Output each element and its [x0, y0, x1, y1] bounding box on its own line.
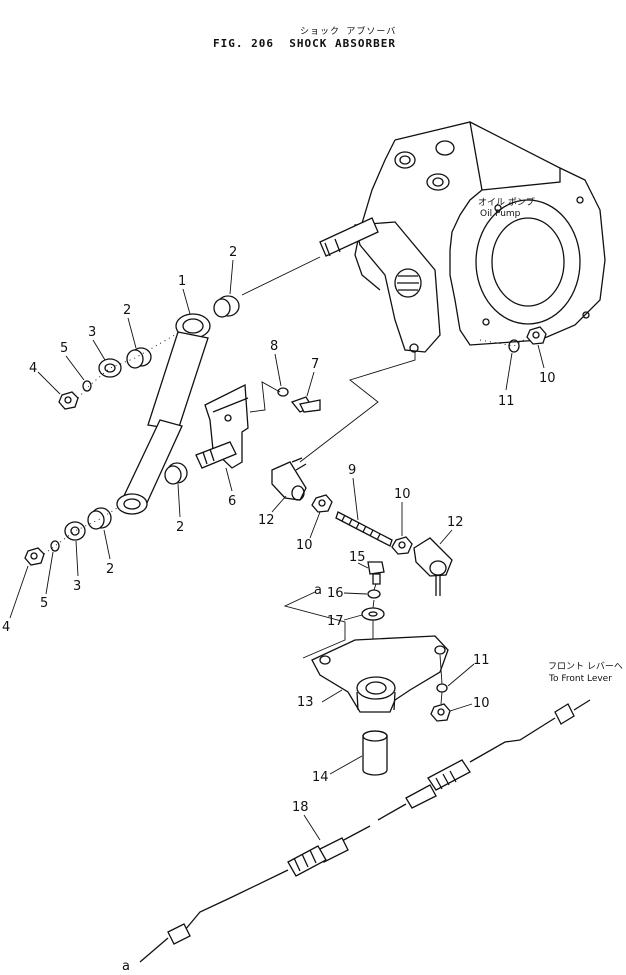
callout-18: 18 [292, 800, 309, 815]
callout-2-lower: 2 [106, 562, 114, 577]
callout-labels: 1 2 2 3 4 5 8 7 6 2 12 9 10 10 [2, 245, 556, 841]
lever-plate-13 [311, 635, 449, 713]
ball-joint-right [413, 537, 453, 596]
oil-pump-illustration: オイル ポンプ Oil Pump [241, 121, 606, 463]
control-cable-18 [139, 699, 591, 963]
spring-washer-lower [50, 540, 60, 552]
figure-name: SHOCK ABSORBER [289, 37, 396, 50]
spring-washer-upper [82, 380, 92, 392]
nut-10-upper [526, 326, 547, 345]
shock-absorber-body [116, 313, 211, 515]
washer-16 [367, 589, 381, 599]
collar-14 [362, 730, 388, 776]
callout-4-upper: 4 [29, 361, 37, 376]
callout-12-right: 12 [447, 515, 464, 530]
callout-15: 15 [349, 550, 366, 565]
bushing-upper-left [126, 347, 152, 369]
callout-7: 7 [311, 357, 319, 372]
lock-washer-8 [277, 387, 289, 397]
bolt-15 [367, 561, 385, 585]
bolt-7 [290, 396, 321, 413]
callout-13: 13 [297, 695, 314, 710]
callout-2-top: 2 [229, 245, 237, 260]
threaded-rod-9 [335, 511, 393, 547]
washer-upper [98, 358, 122, 378]
oil-pump-label-en: Oil Pump [480, 209, 521, 219]
callout-12-left: 12 [258, 513, 275, 528]
figure-number: FIG. 206 [213, 37, 274, 50]
nut-upper [58, 391, 79, 410]
callout-5-lower: 5 [40, 596, 48, 611]
callout-5-upper: 5 [60, 341, 68, 356]
callout-4-lower: 4 [2, 620, 10, 635]
callout-10-left: 10 [296, 538, 313, 553]
spring-washer-11-upper [508, 339, 520, 353]
spring-washer-11-lower [436, 683, 448, 693]
callout-2-left: 2 [123, 303, 131, 318]
ref-a-bottom: a [122, 959, 130, 974]
title-japanese: ショック アブソーバ [300, 27, 397, 37]
callout-14: 14 [312, 770, 329, 785]
nut-10-lower [430, 703, 451, 722]
bushing-upper-right [213, 295, 240, 318]
nut-10-left [311, 494, 333, 513]
ball-joint-left [271, 457, 307, 501]
front-lever-label-en: To Front Lever [548, 674, 612, 684]
callout-6: 6 [228, 494, 236, 509]
bushing-lower-left [87, 507, 112, 530]
washer-17 [361, 607, 385, 621]
figure-title: FIG. 206 SHOCK ABSORBER [213, 37, 396, 50]
mounting-bracket [195, 383, 249, 469]
front-lever-label-jp: フロント レバーへ [548, 661, 623, 672]
callout-8: 8 [270, 339, 278, 354]
callout-3-upper: 3 [88, 325, 96, 340]
oil-pump-label-jp: オイル ポンプ [478, 197, 535, 208]
nut-lower [24, 547, 45, 566]
bushing-lower-right [164, 462, 188, 485]
callout-11-upper: 11 [498, 394, 515, 409]
callout-10-lower: 10 [473, 696, 490, 711]
washer-lower [64, 521, 86, 541]
ref-a-top: a [314, 583, 322, 598]
nut-10-right [391, 536, 413, 555]
callout-10-upper: 10 [539, 371, 556, 386]
callout-11-lower: 11 [473, 653, 490, 668]
callout-1: 1 [178, 274, 186, 289]
callout-2-mid: 2 [176, 520, 184, 535]
callout-16: 16 [327, 586, 344, 601]
callout-3-lower: 3 [73, 579, 81, 594]
callout-9: 9 [348, 463, 356, 478]
callout-17: 17 [327, 614, 344, 629]
callout-10-right: 10 [394, 487, 411, 502]
